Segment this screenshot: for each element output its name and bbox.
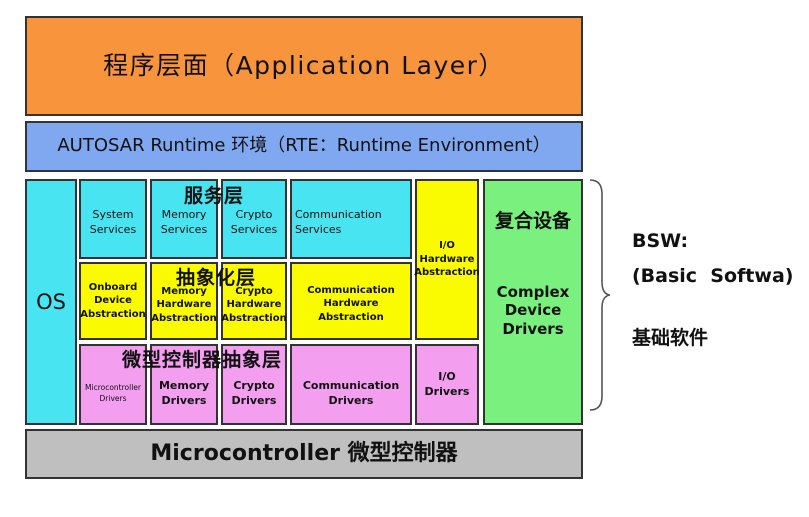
bsw-label: BSW: bbox=[632, 230, 689, 252]
memory-drivers-block: Memory Drivers bbox=[150, 344, 218, 425]
communication-hardware-abstraction-block: Communication Hardware Abstraction bbox=[290, 262, 412, 340]
io-drivers-block: I/O Drivers bbox=[415, 344, 479, 425]
memory-services-block: Memory Services bbox=[150, 179, 218, 259]
memory-hardware-abstraction-block: Memory Hardware Abstraction bbox=[150, 262, 218, 340]
application-layer: 程序层面（Application Layer） bbox=[25, 16, 583, 116]
crypto-hardware-abstraction-block: Crypto Hardware Abstraction bbox=[221, 262, 287, 340]
communication-drivers-block: Communication Drivers bbox=[290, 344, 412, 425]
bsw-fullname: (Basic Softwa) bbox=[632, 265, 794, 287]
system-services-block: System Services bbox=[79, 179, 147, 259]
os-block: OS bbox=[25, 179, 77, 425]
microcontroller-drivers-block: Microcontroller Drivers bbox=[79, 344, 147, 425]
microcontroller-layer: Microcontroller 微型控制器 bbox=[25, 429, 583, 479]
crypto-drivers-block: Crypto Drivers bbox=[221, 344, 287, 425]
rte-layer: AUTOSAR Runtime 环境（RTE：Runtime Environme… bbox=[25, 121, 583, 172]
communication-services-block: Communication Services bbox=[290, 179, 412, 259]
ecu-abstraction-layer-title: 抽象化层 bbox=[176, 267, 257, 289]
crypto-services-block: Crypto Services bbox=[221, 179, 287, 259]
bsw-brace-icon bbox=[589, 179, 611, 411]
complex-drivers-title: 复合设备 bbox=[494, 210, 571, 232]
complex-device-drivers-block: 复合设备 Complex Device Drivers bbox=[483, 179, 583, 425]
mcal-layer-title: 微型控制器抽象层 bbox=[122, 349, 283, 371]
complex-drivers-body: Complex Device Drivers bbox=[496, 282, 570, 339]
bsw-chinese-label: 基础软件 bbox=[632, 327, 709, 349]
services-layer-title: 服务层 bbox=[184, 185, 245, 207]
io-hardware-abstraction-block: I/O Hardware Abstraction bbox=[414, 179, 480, 340]
onboard-device-abstraction-block: Onboard Device Abstraction bbox=[79, 262, 147, 340]
